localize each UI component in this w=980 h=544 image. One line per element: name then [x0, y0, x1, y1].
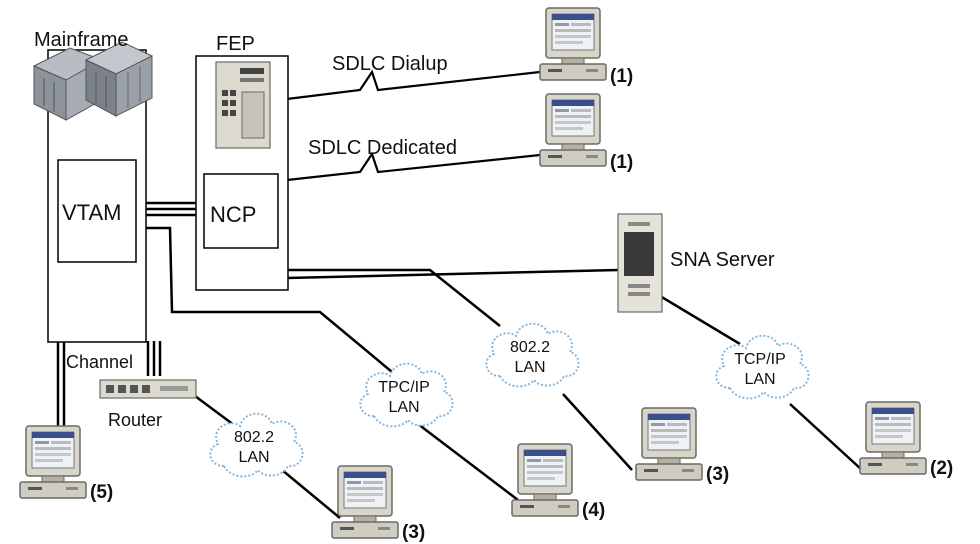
pc-icon — [511, 443, 579, 517]
cloud-lan-8022-router: 802.2 LAN — [209, 412, 304, 478]
vtam-box — [57, 159, 137, 263]
terminal-router-lan: (3) — [331, 465, 425, 543]
cloud-label-line2: LAN — [388, 399, 419, 416]
cloud-label-line1: 802.2 — [234, 429, 274, 446]
terminal-dialup: (1) — [539, 7, 633, 87]
sdlc-dialup-label: SDLC Dialup — [332, 53, 448, 75]
cloud-label-line2: LAN — [744, 371, 775, 388]
terminal-channel: (5) — [19, 425, 113, 503]
terminal-label: (2) — [930, 458, 953, 479]
sdlc-dedicated-label: SDLC Dedicated — [308, 137, 457, 159]
terminal-dedicated: (1) — [539, 93, 633, 173]
pc-icon — [19, 425, 87, 499]
router-label: Router — [108, 410, 162, 430]
router-device — [99, 379, 197, 399]
terminal-fep-lan: (3) — [635, 407, 729, 485]
ncp-label: NCP — [210, 202, 256, 227]
pc-icon — [859, 401, 927, 475]
cloud-label-line1: TCP/IP — [734, 351, 786, 368]
channel-label: Channel — [66, 352, 133, 372]
ncp-box — [203, 173, 279, 249]
pc-icon — [331, 465, 399, 539]
cloud-label-line1: 802.2 — [510, 339, 550, 356]
cloud-lan-tpcip: TPC/IP LAN — [359, 362, 454, 428]
pc-icon — [635, 407, 703, 481]
cloud-label-line1: TPC/IP — [378, 379, 430, 396]
fep-label: FEP — [216, 33, 255, 55]
fep — [195, 55, 289, 291]
mainframe-icon — [32, 41, 154, 121]
cloud-label-line2: LAN — [514, 359, 545, 376]
cloud-lan-tcpip-sna: TCP/IP LAN — [715, 334, 810, 400]
terminal-sna-lan: (2) — [859, 401, 953, 479]
terminal-label: (3) — [706, 464, 729, 485]
terminal-label: (1) — [610, 152, 633, 173]
pc-icon — [539, 93, 607, 167]
mainframe — [32, 41, 154, 343]
pc-icon — [539, 7, 607, 81]
terminal-label: (1) — [610, 66, 633, 87]
sna-server-icon — [617, 213, 663, 313]
mainframe-label: Mainframe — [34, 29, 128, 51]
cloud-lan-8022-fep: 802.2 LAN — [485, 322, 580, 388]
connection-lines — [56, 69, 863, 519]
terminal-label: (5) — [90, 482, 113, 503]
vtam-label: VTAM — [62, 200, 121, 225]
fep-cabinet-icon — [215, 61, 271, 149]
terminal-label: (4) — [582, 500, 605, 521]
terminal-label: (3) — [402, 522, 425, 543]
terminal-tpcip-lan: (4) — [511, 443, 605, 521]
sna-server-label: SNA Server — [670, 249, 775, 271]
cloud-label-line2: LAN — [238, 449, 269, 466]
